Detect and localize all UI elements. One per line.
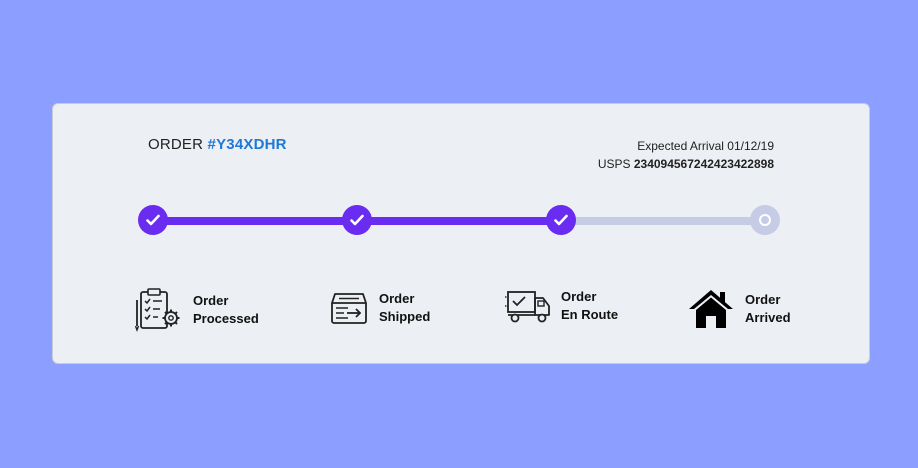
shipping-meta: Expected Arrival 01/12/19 USPS 234094567… <box>598 137 774 173</box>
order-tracking-card: ORDER #Y34XDHR Expected Arrival 01/12/19… <box>52 103 870 364</box>
step-label-line1: Order <box>379 291 415 306</box>
step-label-line2: Processed <box>193 311 259 326</box>
carrier-name: USPS <box>597 157 631 171</box>
step-label-line2: En Route <box>561 307 619 322</box>
tracking-number[interactable]: 234094567242423422898 <box>633 157 774 171</box>
step-label-line1: Order <box>193 293 229 308</box>
step-en-route: Order En Route <box>505 288 618 324</box>
check-icon <box>350 214 364 226</box>
step-label-arrived: Order Arrived <box>745 291 791 327</box>
step-arrived: Order Arrived <box>687 288 791 330</box>
delivery-truck-icon <box>505 291 550 323</box>
step-node-shipped <box>342 205 372 235</box>
step-label-line2: Shipped <box>379 309 431 324</box>
progress-track <box>153 217 765 225</box>
step-shipped: Order Shipped <box>329 288 430 328</box>
step-label-shipped: Order Shipped <box>379 290 430 326</box>
order-code: #Y34XDHR <box>207 136 287 153</box>
order-prefix: ORDER <box>148 136 204 153</box>
step-label-line2: Arrived <box>745 310 791 325</box>
step-label-line1: Order <box>561 289 597 304</box>
pending-ring-icon <box>759 214 771 226</box>
tracking-info: USPS 234094567242423422898 <box>598 155 774 173</box>
expected-arrival-label: Expected Arrival <box>637 139 724 153</box>
order-title: ORDER #Y34XDHR <box>148 136 287 153</box>
clipboard-gear-icon <box>135 288 180 332</box>
house-icon <box>689 290 733 328</box>
step-node-en-route <box>546 205 576 235</box>
step-processed: Order Processed <box>135 288 259 332</box>
expected-arrival-date: 01/12/19 <box>727 139 774 153</box>
check-icon <box>554 214 568 226</box>
step-node-arrived <box>750 205 780 235</box>
step-label-processed: Order Processed <box>193 292 259 328</box>
step-node-processed <box>138 205 168 235</box>
check-icon <box>146 214 160 226</box>
step-label-en-route: Order En Route <box>561 288 618 324</box>
step-label-line1: Order <box>745 292 781 307</box>
expected-arrival: Expected Arrival 01/12/19 <box>598 137 774 155</box>
box-arrow-icon <box>331 293 367 324</box>
